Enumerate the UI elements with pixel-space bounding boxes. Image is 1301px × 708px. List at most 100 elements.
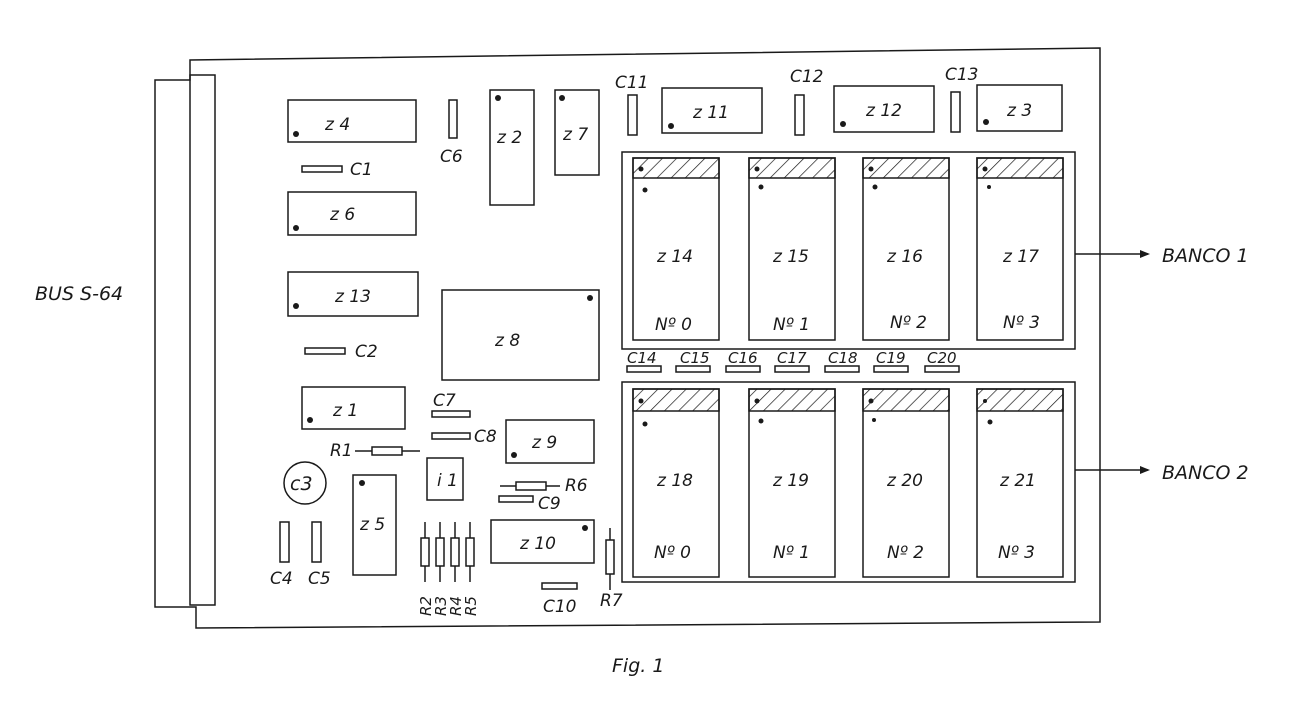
- svg-text:z 19: z 19: [772, 471, 809, 491]
- bus-label: BUS S-64: [35, 283, 123, 305]
- chip-z19: z 19 Nº 1: [748, 388, 836, 578]
- svg-text:Nº 1: Nº 1: [773, 543, 810, 563]
- chip-z21: z 21 Nº 3: [976, 388, 1064, 578]
- capacitor-c17: C17: [774, 349, 810, 373]
- capacitor-c4: C4: [270, 521, 293, 589]
- svg-text:z 14: z 14: [656, 247, 693, 267]
- capacitor-c3: c3: [283, 461, 327, 505]
- svg-text:z 17: z 17: [1002, 247, 1039, 267]
- bank-1-pointer: BANCO 1: [1075, 245, 1249, 267]
- svg-text:C9: C9: [538, 494, 561, 514]
- svg-text:Nº 3: Nº 3: [1003, 313, 1040, 333]
- svg-text:C5: C5: [308, 569, 331, 589]
- chip-z6: z 6: [287, 191, 417, 236]
- resistor-r2: R2: [417, 522, 435, 616]
- resistor-r3: R3: [432, 522, 450, 616]
- svg-text:Nº 3: Nº 3: [998, 543, 1035, 563]
- capacitor-c13: C13: [945, 65, 979, 133]
- svg-text:c3: c3: [290, 473, 313, 495]
- svg-text:z 15: z 15: [772, 247, 809, 267]
- svg-text:z 4: z 4: [324, 115, 350, 135]
- chip-z10: z 10: [490, 519, 595, 564]
- svg-text:C1: C1: [350, 160, 373, 180]
- svg-text:Nº 2: Nº 2: [890, 313, 927, 333]
- capacitor-row: C14 C15 C16 C17 C18 C19 C20: [626, 349, 960, 373]
- svg-text:z 5: z 5: [359, 515, 385, 535]
- svg-text:C10: C10: [543, 597, 577, 617]
- svg-text:C20: C20: [927, 349, 957, 367]
- chip-z15: z 15 Nº 1: [748, 157, 836, 341]
- capacitor-c9: C9: [498, 494, 561, 514]
- chip-z18: z 18 Nº 0: [632, 388, 720, 578]
- svg-text:z 6: z 6: [329, 205, 355, 225]
- svg-text:z 8: z 8: [494, 331, 520, 351]
- svg-text:R6: R6: [565, 476, 588, 496]
- chip-z1: z 1: [301, 386, 406, 430]
- capacitor-c5: C5: [308, 521, 331, 589]
- svg-text:Nº 0: Nº 0: [655, 315, 692, 335]
- bank-2-frame: [621, 381, 1076, 583]
- chip-z3: z 3: [976, 84, 1063, 132]
- bank-2-pointer: BANCO 2: [1075, 462, 1249, 484]
- chip-z16: z 16 Nº 2: [862, 157, 950, 341]
- board-outline: [154, 47, 1101, 629]
- capacitor-c7: C7: [431, 391, 471, 418]
- svg-text:i 1: i 1: [437, 471, 458, 491]
- capacitor-c16: C16: [725, 349, 761, 373]
- chip-z4: z 4: [287, 99, 417, 143]
- bank-1-frame: [621, 151, 1076, 350]
- resistor-r1: R1: [330, 441, 420, 461]
- capacitor-c14: C14: [626, 349, 662, 373]
- svg-text:z 20: z 20: [886, 471, 923, 491]
- bus-connector: [189, 74, 216, 606]
- chip-z2: z 2: [489, 89, 535, 206]
- svg-text:Nº 2: Nº 2: [887, 543, 924, 563]
- svg-text:R7: R7: [600, 591, 623, 611]
- chip-z17: z 17 Nº 3: [976, 157, 1064, 341]
- capacitor-c20: C20: [924, 349, 960, 373]
- svg-text:z 11: z 11: [692, 103, 729, 123]
- chip-z8: z 8: [441, 289, 600, 381]
- svg-text:C16: C16: [728, 349, 758, 367]
- capacitor-c6: C6: [440, 99, 463, 167]
- figure-caption: Fig. 1: [612, 655, 664, 677]
- svg-text:z 7: z 7: [562, 125, 588, 145]
- capacitor-c11: C11: [615, 73, 649, 136]
- capacitor-c8: C8: [431, 427, 497, 447]
- svg-text:C13: C13: [945, 65, 979, 85]
- svg-text:z 21: z 21: [999, 471, 1036, 491]
- svg-text:C15: C15: [680, 349, 710, 367]
- svg-text:C17: C17: [777, 349, 807, 367]
- resistor-r5: R5: [462, 522, 480, 616]
- chip-z20: z 20 Nº 2: [862, 388, 950, 578]
- capacitor-c1: C1: [301, 160, 373, 180]
- svg-text:C18: C18: [828, 349, 858, 367]
- svg-text:C6: C6: [440, 147, 463, 167]
- svg-text:C8: C8: [474, 427, 497, 447]
- resistor-r7: R7: [600, 528, 623, 611]
- svg-text:BANCO 1: BANCO 1: [1162, 245, 1249, 267]
- svg-text:z 1: z 1: [332, 401, 358, 421]
- capacitor-c10: C10: [541, 582, 578, 617]
- svg-text:z 13: z 13: [334, 287, 371, 307]
- chip-z13: z 13: [287, 271, 419, 317]
- chip-z12: z 12: [833, 85, 935, 133]
- svg-text:BANCO 2: BANCO 2: [1162, 462, 1249, 484]
- chip-z14: z 14 Nº 0: [632, 157, 720, 341]
- chip-z11: z 11: [661, 87, 763, 134]
- svg-text:z 16: z 16: [886, 247, 923, 267]
- resistor-r6: R6: [500, 476, 588, 496]
- svg-text:C7: C7: [433, 391, 456, 411]
- svg-text:C2: C2: [355, 342, 378, 362]
- svg-text:R4: R4: [447, 596, 465, 616]
- svg-text:Nº 0: Nº 0: [654, 543, 691, 563]
- resistor-r4: R4: [447, 522, 465, 616]
- capacitor-c15: C15: [675, 349, 711, 373]
- capacitor-c19: C19: [873, 349, 909, 373]
- svg-text:z 12: z 12: [865, 101, 902, 121]
- svg-text:R5: R5: [462, 596, 480, 616]
- svg-text:R2: R2: [417, 596, 435, 616]
- chip-z7: z 7: [554, 89, 600, 176]
- capacitor-c2: C2: [304, 342, 378, 362]
